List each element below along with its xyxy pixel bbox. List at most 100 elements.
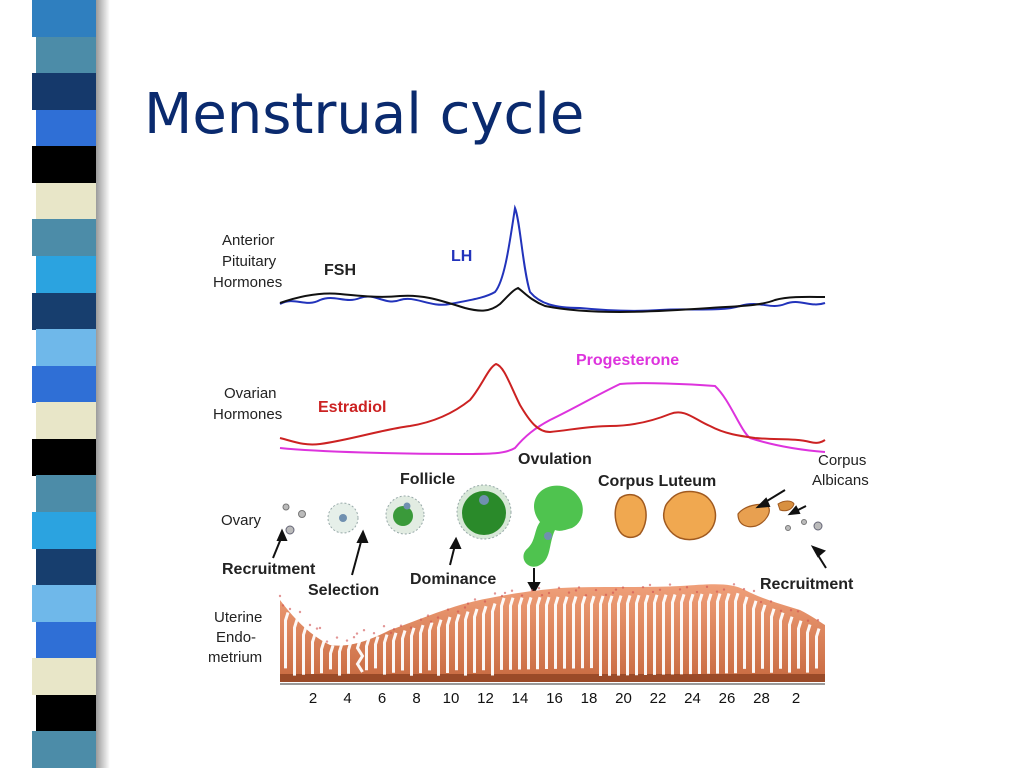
blood-speckle <box>315 627 319 630</box>
blood-speckle <box>352 636 356 639</box>
blood-speckle <box>355 632 359 635</box>
blood-speckle <box>503 591 507 595</box>
endometrial-gland <box>446 616 452 673</box>
sidebar-stripe <box>32 292 96 330</box>
day-tick-label: 2 <box>792 690 800 707</box>
blood-speckle <box>611 591 615 594</box>
blood-speckle <box>493 592 497 595</box>
blood-speckle <box>752 589 756 593</box>
blood-speckle <box>594 588 598 592</box>
blood-speckle <box>715 590 719 593</box>
blood-speckle <box>463 606 467 609</box>
blood-speckle <box>631 591 635 594</box>
blood-speckle <box>362 629 366 632</box>
progesterone-label: Progesterone <box>576 352 679 369</box>
estradiol-curve <box>279 362 826 446</box>
endometrial-gland <box>680 593 686 675</box>
endometrial-gland <box>698 593 704 674</box>
corpus-albicans-shapes <box>737 500 823 531</box>
corpus-luteum-small <box>614 493 647 539</box>
endometrial-gland <box>590 595 596 669</box>
blood-speckle <box>557 586 561 590</box>
blood-speckle <box>796 610 800 613</box>
dominant-follicle <box>456 484 512 540</box>
blood-speckle <box>567 591 571 594</box>
endometrial-gland <box>734 592 740 674</box>
endometrium-layer <box>278 583 825 682</box>
endometrial-gland <box>509 597 515 670</box>
endometrial-gland <box>455 613 461 671</box>
sidebar-stripe <box>36 694 100 732</box>
day-tick-label: 24 <box>684 690 701 707</box>
blood-speckle <box>278 594 282 598</box>
blood-speckle <box>500 594 504 598</box>
selected-follicle <box>327 502 359 534</box>
endometrial-gland <box>419 624 425 674</box>
endometrial-gland <box>662 594 668 675</box>
blood-speckle <box>308 623 312 627</box>
sidebar-stripe <box>36 182 100 220</box>
sidebar-stripe <box>36 402 100 440</box>
endometrial-gland <box>725 592 731 674</box>
blood-speckle <box>530 589 534 592</box>
sidebar-stripe <box>36 256 100 294</box>
endometrial-gland <box>320 640 326 674</box>
day-tick-label: 16 <box>546 690 563 707</box>
endometrial-gland <box>293 619 299 676</box>
sidebar-stripe <box>32 365 96 403</box>
blood-speckle <box>695 590 699 594</box>
blood-speckle <box>345 639 349 642</box>
day-tick-label: 10 <box>443 690 460 707</box>
slide-title: Menstrual cycle <box>144 82 585 147</box>
blood-speckle <box>281 604 285 607</box>
sidebar-stripe <box>32 438 96 476</box>
blood-speckle <box>436 616 440 619</box>
endometrial-gland <box>689 593 695 675</box>
endometrial-gland <box>284 611 290 669</box>
selection-label: Selection <box>308 582 379 599</box>
blood-speckle <box>732 583 736 586</box>
day-tick-label: 20 <box>615 690 632 707</box>
blood-speckle <box>547 591 551 595</box>
blood-speckle <box>473 598 477 601</box>
pituitary-label-line-1: Anterior <box>222 232 275 249</box>
endometrial-gland <box>707 593 713 674</box>
dominance-label: Dominance <box>410 571 496 588</box>
endometrial-gland <box>806 624 812 673</box>
sidebar-stripe <box>32 146 96 184</box>
blood-speckle <box>816 618 820 622</box>
lh-label: LH <box>451 248 472 265</box>
endometrial-gland <box>779 612 785 669</box>
sidebar-shadow <box>96 0 110 768</box>
endometrial-gland <box>500 597 506 670</box>
endometrial-gland <box>617 595 623 676</box>
sidebar-stripe <box>32 73 96 111</box>
blood-speckle <box>446 608 450 611</box>
day-tick-label: 8 <box>412 690 420 707</box>
blood-speckle <box>298 610 302 614</box>
endometrial-gland <box>464 611 470 676</box>
blood-speckle <box>466 602 470 605</box>
endometrial-gland <box>302 626 308 675</box>
ovulation-label: Ovulation <box>518 451 592 468</box>
blood-speckle <box>779 609 783 613</box>
ovary-label: Ovary <box>221 512 262 529</box>
blood-speckle <box>668 583 672 586</box>
day-tick-label: 2 <box>309 690 317 707</box>
sidebar-stripe <box>36 548 100 586</box>
corpus-albicans-label-line-2: Albicans <box>812 472 869 489</box>
blood-speckle <box>399 624 403 627</box>
endometrial-gland <box>653 594 659 675</box>
day-tick-label: 18 <box>581 690 598 707</box>
endometrial-gland <box>355 639 365 673</box>
endometrial-gland <box>644 594 650 676</box>
sidebar-stripe <box>32 219 96 257</box>
endometrial-gland <box>626 594 632 676</box>
uterine-label-line-1: Uterine <box>214 609 262 626</box>
blood-speckle <box>789 609 793 612</box>
day-tick-label: 22 <box>650 690 667 707</box>
endometrial-gland <box>563 596 569 669</box>
sidebar-stripe <box>36 329 100 367</box>
endometrial-gland <box>770 608 776 673</box>
corpus-luteum-label: Corpus Luteum <box>598 473 716 490</box>
